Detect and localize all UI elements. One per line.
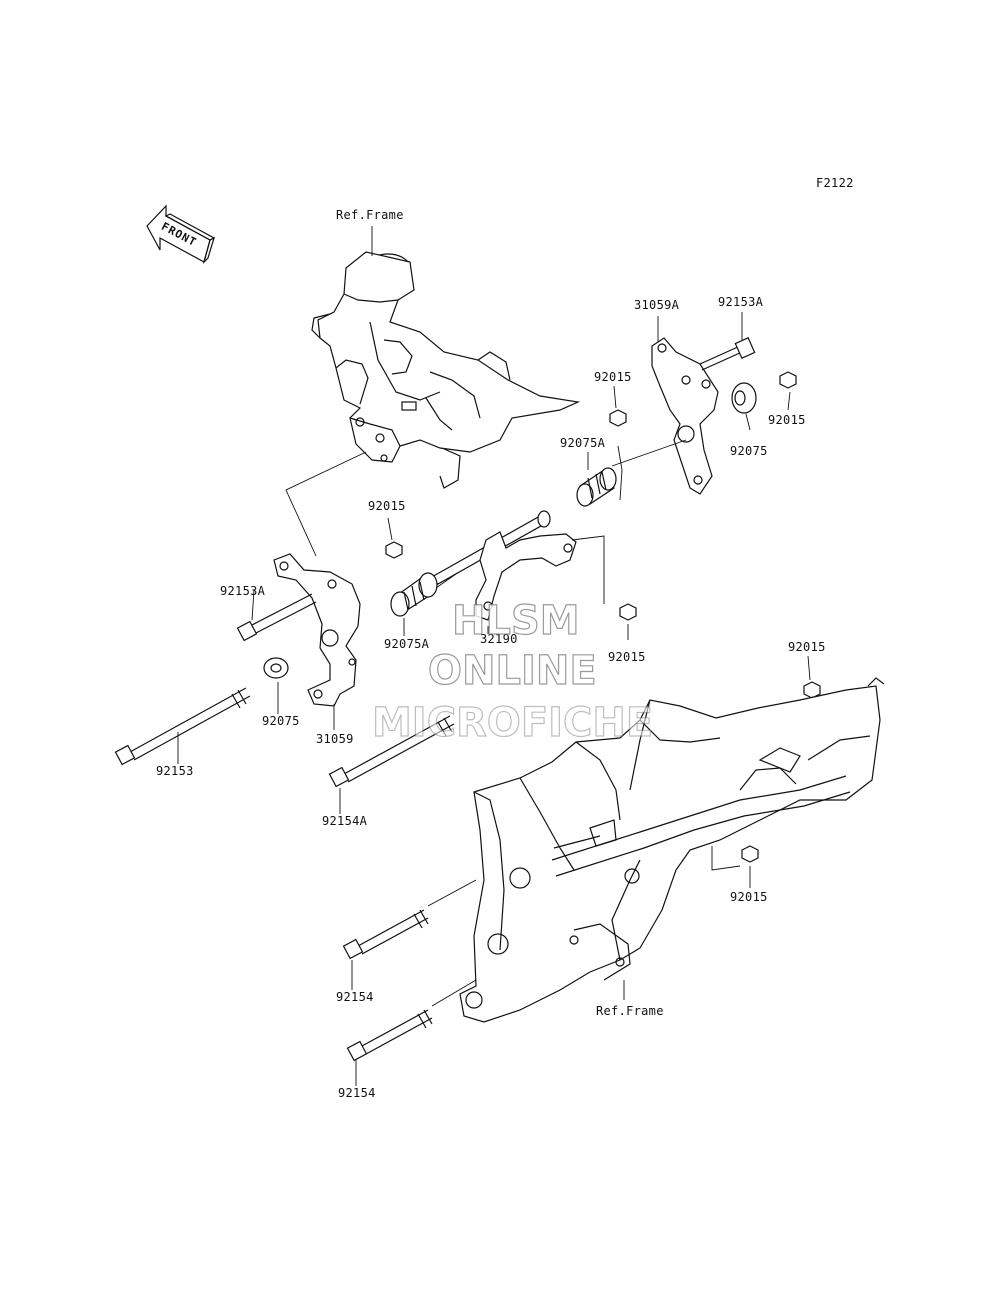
label-92015-a: 92015 [594, 370, 632, 384]
upper-frame-icon [311, 251, 581, 489]
label-92154-a: 92154 [336, 990, 374, 1004]
label-92075-right: 92075 [730, 444, 768, 458]
label-92153A-top: 92153A [718, 295, 764, 309]
bracket-31059-icon [273, 553, 361, 707]
bracket-31059A-icon [651, 337, 719, 495]
label-31059: 31059 [316, 732, 354, 746]
label-92075A-mid: 92075A [384, 637, 430, 651]
bolt-92154-upper-icon [342, 909, 429, 960]
leader-lines [177, 226, 811, 1086]
label-92075-left: 92075 [262, 714, 300, 728]
bushing-92075A-mid-icon [390, 572, 438, 617]
label-92015-f: 92015 [730, 890, 768, 904]
label-92075A-top: 92075A [560, 436, 606, 450]
bolt-92153A-top-icon [699, 337, 756, 371]
label-ref-frame-top: Ref.Frame [336, 208, 404, 222]
label-92015-c: 92015 [368, 499, 406, 513]
washer-92075-right-icon [731, 382, 757, 414]
label-ref-frame-bottom: Ref.Frame [596, 1004, 664, 1018]
label-92015-d: 92015 [608, 650, 646, 664]
diagram-code: F2122 [816, 176, 854, 190]
label-92153: 92153 [156, 764, 194, 778]
label-92153A-left: 92153A [220, 584, 266, 598]
label-32190: 32190 [480, 632, 518, 646]
label-92015-b: 92015 [768, 413, 806, 427]
bolt-92153A-left-icon [236, 593, 317, 642]
label-92154A: 92154A [322, 814, 368, 828]
bolt-92154A-icon [328, 715, 455, 788]
watermark-line-3: MICROFICHE [371, 699, 654, 746]
nut-icons [385, 371, 821, 863]
bracket-32190-icon [428, 510, 577, 621]
front-arrow-icon [146, 204, 216, 265]
bushing-92075A-top-icon [576, 467, 617, 507]
washer-92075-left-icon [263, 657, 289, 679]
bolt-92153-icon [114, 687, 251, 766]
label-92015-e: 92015 [788, 640, 826, 654]
label-92154-b: 92154 [338, 1086, 376, 1100]
lower-frame-icon [459, 677, 885, 1023]
watermark-line-2: ONLINE [427, 647, 597, 694]
label-31059A: 31059A [634, 298, 680, 312]
watermark-line-1: HLSM [451, 597, 580, 644]
bolt-92154-lower-icon [346, 1009, 433, 1062]
